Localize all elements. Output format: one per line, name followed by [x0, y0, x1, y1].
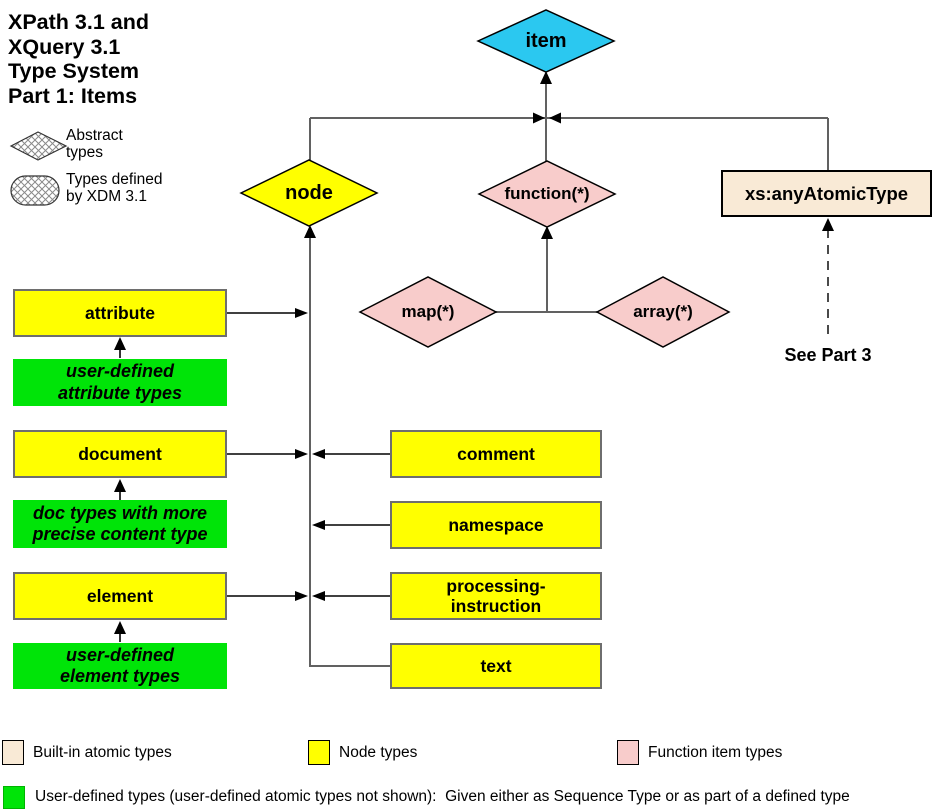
text-box: text — [390, 643, 602, 689]
array-label: array(*) — [633, 302, 693, 321]
arrowhead-user-elem — [114, 621, 126, 634]
document-box: document — [13, 430, 227, 478]
arrowhead-into-function — [541, 226, 553, 239]
user-attribute-types-box: user-defined attribute types — [13, 359, 227, 406]
arrowhead-into-node — [304, 225, 316, 238]
function-diamond — [477, 160, 617, 228]
arrowhead-comment — [312, 449, 325, 459]
node-label: node — [285, 181, 333, 204]
arrowhead-attribute — [295, 308, 308, 318]
abstract-types-label: Abstract types — [66, 127, 123, 161]
arrowhead-namespace — [312, 520, 325, 530]
map-diamond — [358, 276, 498, 348]
builtin-label: Built-in atomic types — [33, 744, 172, 761]
builtin-swatch — [2, 740, 24, 765]
arrowhead-doc-types — [114, 479, 126, 492]
function-label: function(*) — [504, 184, 590, 203]
user-element-types-box: user-defined element types — [13, 643, 227, 689]
arrowhead-see-part3 — [822, 218, 834, 231]
node-diamond — [239, 159, 379, 227]
node-trunk-wire — [309, 236, 390, 667]
arrowhead-junction-left — [549, 112, 561, 124]
processing-instruction-box: processing- instruction — [390, 572, 602, 620]
arrowhead-junction-right — [533, 112, 545, 124]
user-defined-label: User-defined types (user-defined atomic … — [35, 788, 850, 805]
node-types-swatch — [308, 740, 330, 765]
function-types-swatch — [617, 740, 639, 765]
item-diamond — [476, 9, 616, 73]
see-part3-label: See Part 3 — [784, 345, 872, 365]
xdm-types-pill-icon — [10, 175, 60, 206]
any-atomic-type-box: xs:anyAtomicType — [721, 170, 932, 217]
node-types-label: Node types — [339, 744, 418, 761]
comment-box: comment — [390, 430, 602, 478]
arrowhead-document — [295, 449, 308, 459]
arrowhead-user-attr — [114, 337, 126, 350]
array-diamond — [595, 276, 731, 348]
attribute-box: attribute — [13, 289, 227, 337]
doc-types-box: doc types with more precise content type — [13, 500, 227, 548]
element-box: element — [13, 572, 227, 620]
page-title: XPath 3.1 and XQuery 3.1 Type System Par… — [8, 10, 149, 108]
map-label: map(*) — [401, 302, 455, 321]
xdm-types-label: Types defined by XDM 3.1 — [66, 171, 163, 205]
arrowhead-pi — [312, 591, 325, 601]
abstract-types-diamond-icon — [9, 131, 68, 161]
arrowhead-element — [295, 591, 308, 601]
function-types-label: Function item types — [648, 744, 783, 761]
item-label: item — [525, 29, 567, 52]
user-defined-swatch — [3, 786, 25, 809]
namespace-box: namespace — [390, 501, 602, 549]
arrowhead-into-item — [540, 71, 552, 84]
